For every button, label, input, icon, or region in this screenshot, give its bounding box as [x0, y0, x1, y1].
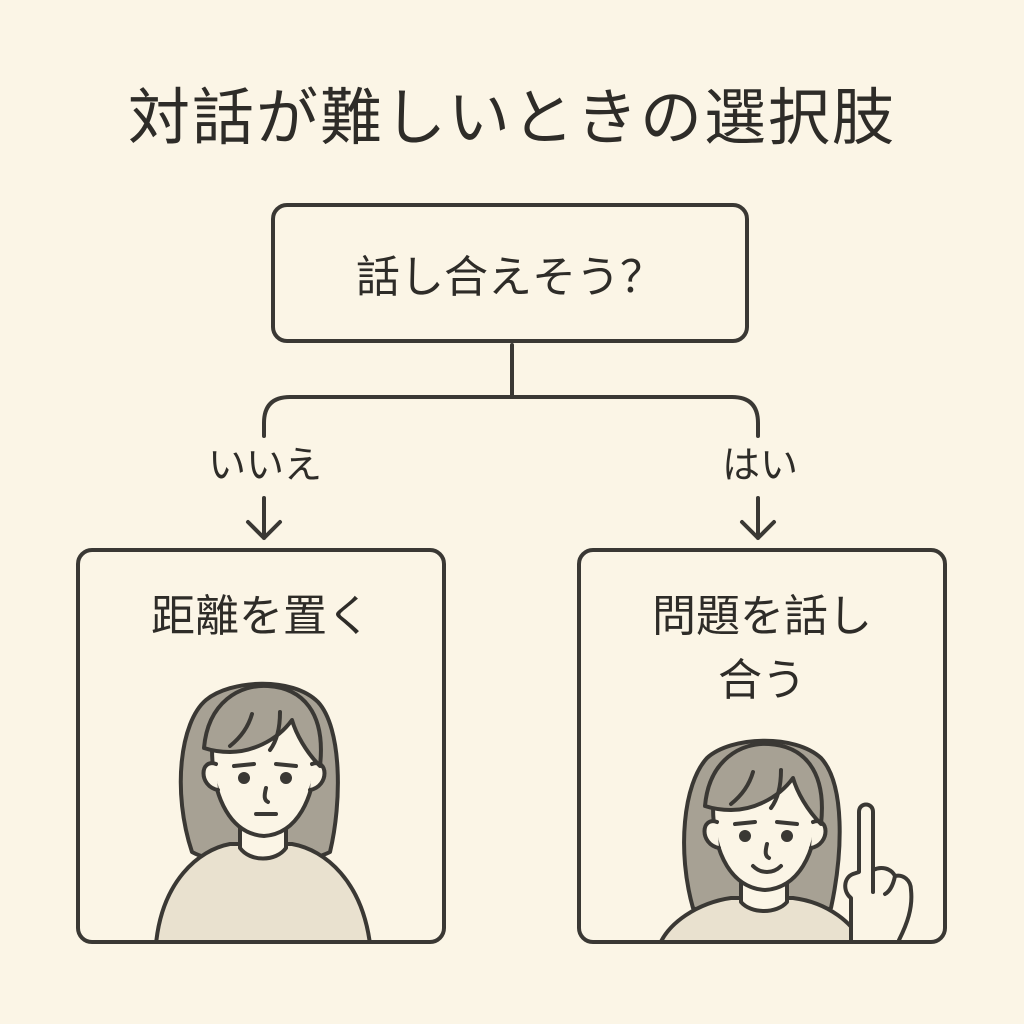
woman-finger-up-icon — [659, 738, 914, 940]
branch-right-line — [510, 395, 760, 438]
arrow-yes-icon — [740, 496, 776, 540]
answer-text-yes-line2: 合う — [718, 655, 806, 706]
branch-label-no: いいえ — [207, 443, 322, 487]
answer-text-yes-line1: 問題を話し — [652, 591, 872, 642]
arrow-no-icon — [246, 496, 282, 540]
question-node: 話し合えそう？ — [271, 203, 749, 343]
branch-left-line — [262, 395, 514, 438]
woman-neutral-icon — [154, 681, 372, 940]
branch-label-yes: はい — [721, 443, 798, 487]
answer-text-no: 距離を置く — [151, 591, 371, 642]
diagram-title: 対話が難しいときの選択肢 — [127, 81, 896, 154]
answer-node-yes: 問題を話し 合う — [577, 548, 947, 944]
answer-node-no: 距離を置く — [76, 548, 446, 944]
question-text: 話し合えそう？ — [356, 252, 664, 303]
